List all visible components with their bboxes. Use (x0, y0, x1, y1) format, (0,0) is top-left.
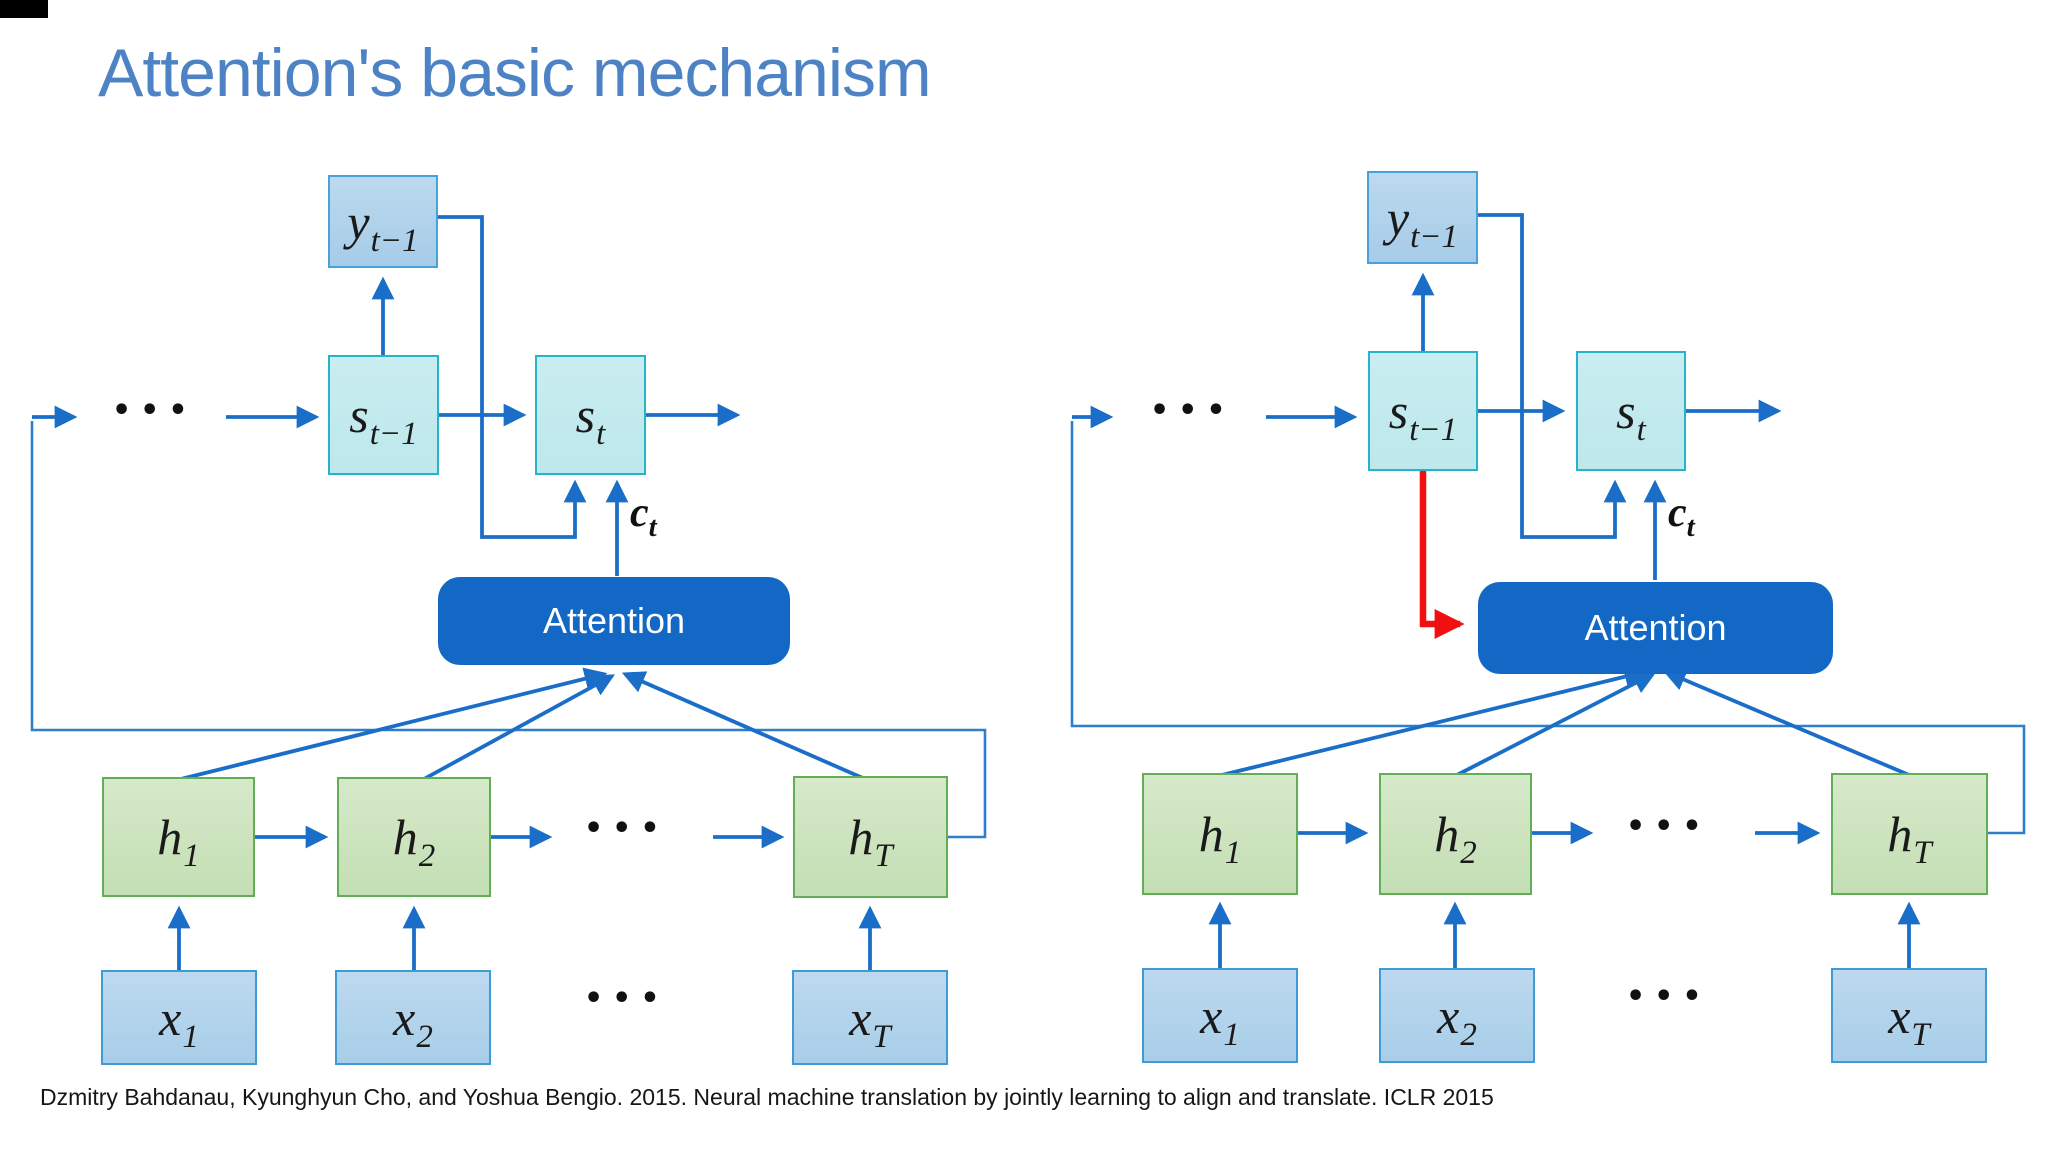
left-input-x2-box: x2 (335, 970, 491, 1065)
left-encoder-h2-box: h2 (337, 777, 491, 897)
left-fan-h1-to-attention (180, 667, 608, 781)
right-encoder-h1-label: h1 (1198, 806, 1242, 871)
left-input-x2-label: x2 (393, 989, 433, 1055)
right-input-x2-box: x2 (1379, 968, 1535, 1063)
left-context-vector-label: ct (630, 490, 657, 543)
right-encoder-feedback-loop (1070, 421, 2026, 835)
left-decoder-ellipsis: ••• (112, 393, 197, 428)
right-encoder-h2-box: h2 (1379, 773, 1532, 895)
right-encoder-hT-box: hT (1831, 773, 1988, 895)
right-input-xT-label: xT (1888, 987, 1930, 1053)
corner-artifact (0, 0, 48, 18)
right-fan-h2-to-attention (1456, 672, 1657, 777)
left-attention-label: Attention (542, 600, 686, 641)
left-decoder-state-label: st (575, 387, 606, 452)
right-context-vector-label: ct (1668, 490, 1695, 543)
right-y-feedback-to-scur (1478, 213, 1627, 539)
left-decoder-state-box: st (535, 355, 646, 475)
right-output-y-label: yt−1 (1386, 189, 1459, 255)
right-output-y-box: yt−1 (1367, 171, 1478, 264)
left-input-x1-label: x1 (159, 989, 199, 1055)
right-attention-label: Attention (1584, 607, 1727, 648)
right-decoder-state-label: st (1616, 383, 1646, 448)
citation: Dzmitry Bahdanau, Kyunghyun Cho, and Yos… (40, 1084, 1494, 1110)
left-output-y-box: yt−1 (328, 175, 438, 268)
left-input-xT-label: xT (849, 989, 891, 1055)
right-red-sprev-to-attention-arrow (1419, 471, 1465, 639)
left-attention-box: Attention (438, 577, 790, 665)
left-encoder-feedback-loop (30, 421, 987, 839)
left-output-y-label: yt−1 (347, 193, 419, 259)
right-decoder-state-prev-label: st−1 (1388, 383, 1458, 448)
right-input-xT-box: xT (1831, 968, 1987, 1063)
left-decoder-state-prev-box: st−1 (328, 355, 439, 475)
left-diagram-wires (30, 215, 987, 970)
left-encoder-hT-box: hT (793, 776, 948, 898)
left-encoder-hT-label: hT (848, 809, 893, 874)
right-encoder-hT-label: hT (1887, 806, 1932, 871)
right-encoder-h1-box: h1 (1142, 773, 1298, 895)
right-decoder-ellipsis: ••• (1150, 393, 1235, 428)
left-encoder-h2-label: h2 (392, 809, 436, 874)
left-encoder-h1-box: h1 (102, 777, 255, 897)
right-input-ellipsis: ••• (1626, 979, 1711, 1014)
left-fan-h2-to-attention (423, 674, 615, 781)
right-diagram-wires (1070, 213, 2026, 968)
right-attention-box: Attention (1478, 582, 1833, 674)
page-title: Attention's basic mechanism (98, 35, 932, 111)
right-encoder-h2-label: h2 (1434, 806, 1477, 871)
left-input-xT-box: xT (792, 970, 948, 1065)
right-input-x2-label: x2 (1437, 987, 1477, 1053)
right-input-x1-box: x1 (1142, 968, 1298, 1063)
left-encoder-h1-label: h1 (157, 809, 200, 874)
left-encoder-ellipsis: ••• (584, 811, 669, 846)
left-input-x1-box: x1 (101, 970, 257, 1065)
left-fan-hT-to-attention (621, 671, 866, 781)
right-fan-hT-to-attention (1662, 669, 1910, 777)
left-decoder-state-prev-label: st−1 (349, 387, 418, 452)
left-y-feedback-to-scur (438, 215, 587, 539)
right-decoder-state-prev-box: st−1 (1368, 351, 1478, 471)
right-fan-h1-to-attention (1221, 665, 1648, 777)
right-input-x1-label: x1 (1200, 987, 1240, 1053)
left-input-ellipsis: ••• (584, 981, 669, 1016)
right-encoder-ellipsis: ••• (1626, 809, 1711, 844)
right-decoder-state-box: st (1576, 351, 1686, 471)
